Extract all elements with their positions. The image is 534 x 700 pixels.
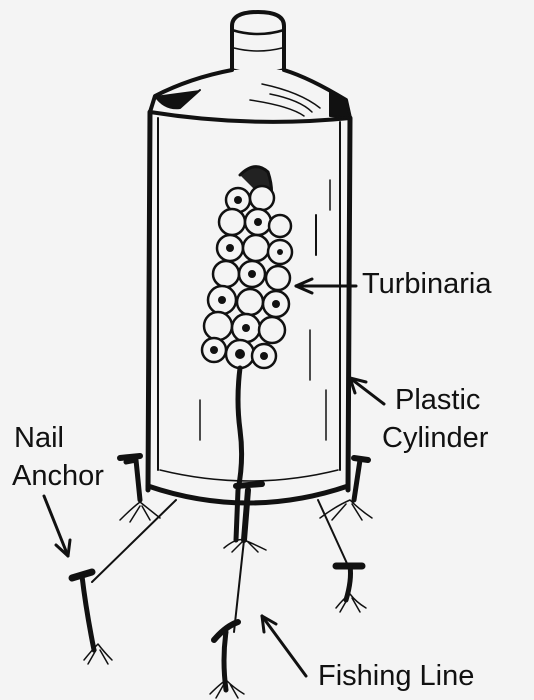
bottle-shoulder	[150, 70, 350, 122]
fishing-line-label: Fishing Line	[318, 658, 474, 694]
turbinaria-label: Turbinaria	[362, 266, 491, 302]
plastic-cylinder-label-line1: Plastic	[395, 382, 480, 418]
nail-anchor-label-line2: Anchor	[12, 458, 104, 494]
fishing-line-arrow	[262, 616, 306, 676]
nail-anchor-label-line1: Nail	[14, 420, 64, 456]
bottle-neck	[232, 12, 284, 74]
plastic-cylinder-label-line2: Cylinder	[382, 420, 488, 456]
